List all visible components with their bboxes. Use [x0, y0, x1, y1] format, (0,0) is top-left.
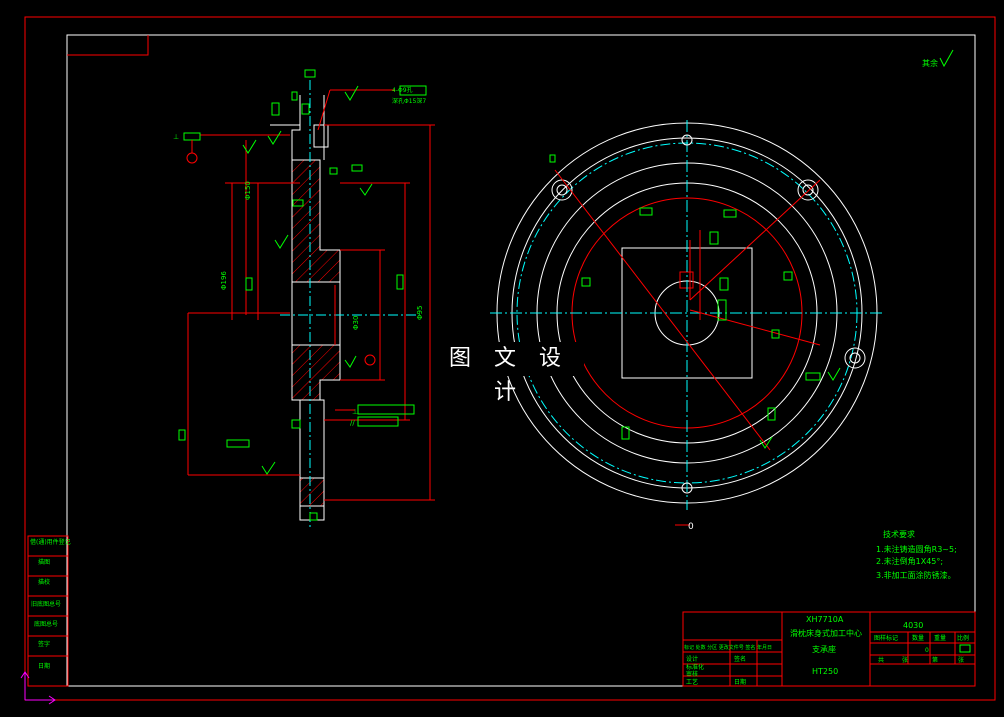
tb-sheet-1: 张 — [902, 656, 908, 664]
tb-hdr-2: 重量 — [934, 634, 946, 642]
tb-name: 滑枕床身式加工中心 — [790, 628, 862, 638]
tb-sheet-3: 张 — [958, 656, 964, 664]
tech-req-item-2: 2.未注倒角1X45°; — [876, 556, 943, 566]
title-block: XH7710A 滑枕床身式加工中心 支承座 HT250 4030 图样标记 数量… — [682, 611, 976, 687]
stamp-cell-6: 日期 — [38, 662, 50, 670]
tb-part: 支承座 — [812, 644, 836, 654]
datum-symbol-perp: ⊥ — [173, 133, 179, 141]
dim-counterbore: 深孔Φ15深7 — [392, 97, 426, 105]
outer-frame — [24, 16, 996, 701]
stamp-cell-5: 签字 — [38, 640, 50, 648]
tech-req-item-1: 1.未注铸造圆角R3~5; — [876, 544, 957, 554]
tb-qty: 0 — [925, 647, 929, 654]
dim-dia-196: Φ196 — [220, 271, 228, 290]
tb-left-1: 标准化 — [686, 663, 704, 671]
gdt-parallel: // — [350, 419, 355, 427]
tb-mid-0: 签名 — [734, 655, 746, 663]
plan-view — [490, 120, 885, 526]
tb-hdr-0: 图样标记 — [874, 634, 898, 642]
tb-hdr-3: 比例 — [957, 634, 969, 642]
gdt-perp: ⊥ — [352, 408, 358, 416]
tb-left-0: 设计 — [686, 655, 698, 663]
tb-drawing-no: 4030 — [903, 621, 923, 630]
tb-sheet-2: 第 — [932, 656, 938, 664]
stamp-cell-1: 描图 — [38, 558, 50, 566]
hatch-upper — [291, 159, 341, 283]
tb-material: HT250 — [812, 667, 838, 676]
stamp-cell-2: 描校 — [38, 578, 50, 586]
tech-req-item-3: 3.非加工面涂防锈漆。 — [876, 570, 956, 580]
dim-dia-30: Φ30 — [352, 316, 360, 330]
tb-rev-header: 标记 处数 分区 更改文件号 签名 年月日 — [684, 644, 772, 651]
corner-label-box — [67, 35, 149, 56]
dim-dia-95: Φ95 — [416, 306, 424, 320]
roughness-note: 其余 — [922, 49, 954, 68]
stamp-cell-0: 借(通)用件登记 — [30, 538, 71, 546]
tech-req-title: 技术要求 — [883, 529, 915, 539]
tb-mid-1: 日期 — [734, 678, 746, 686]
side-stamp-table: 借(通)用件登记 描图 描校 旧底图总号 底图总号 签字 日期 — [27, 535, 71, 687]
tb-model: XH7710A — [806, 615, 844, 624]
inner-frame — [66, 34, 976, 687]
tb-hdr-1: 数量 — [912, 634, 924, 642]
ucs-axis-icon — [20, 671, 56, 705]
stamp-cell-3: 旧底图总号 — [31, 600, 61, 608]
tb-sheet-0: 共 — [878, 656, 884, 664]
stamp-cell-4: 底图总号 — [34, 620, 58, 628]
hatch-lower — [291, 344, 341, 401]
technical-requirements: 技术要求 1.未注铸造圆角R3~5; 2.未注倒角1X45°; 3.非加工面涂防… — [876, 529, 957, 580]
svg-text:0: 0 — [688, 522, 694, 532]
tb-left-4: 工艺 — [686, 678, 698, 686]
roughness-note-text: 其余 — [922, 58, 938, 68]
section-view: ⊥ 4-Φ9孔 深孔Φ15深7 ⊥ // Φ196 Φ30 Φ95 Φ150 — [173, 69, 435, 530]
dim-holes: 4-Φ9孔 — [392, 86, 413, 94]
watermark-label: 图 文 设 计 — [434, 342, 584, 405]
tb-left-2: 审核 — [686, 670, 698, 678]
dim-dia-150: Φ150 — [244, 181, 252, 200]
